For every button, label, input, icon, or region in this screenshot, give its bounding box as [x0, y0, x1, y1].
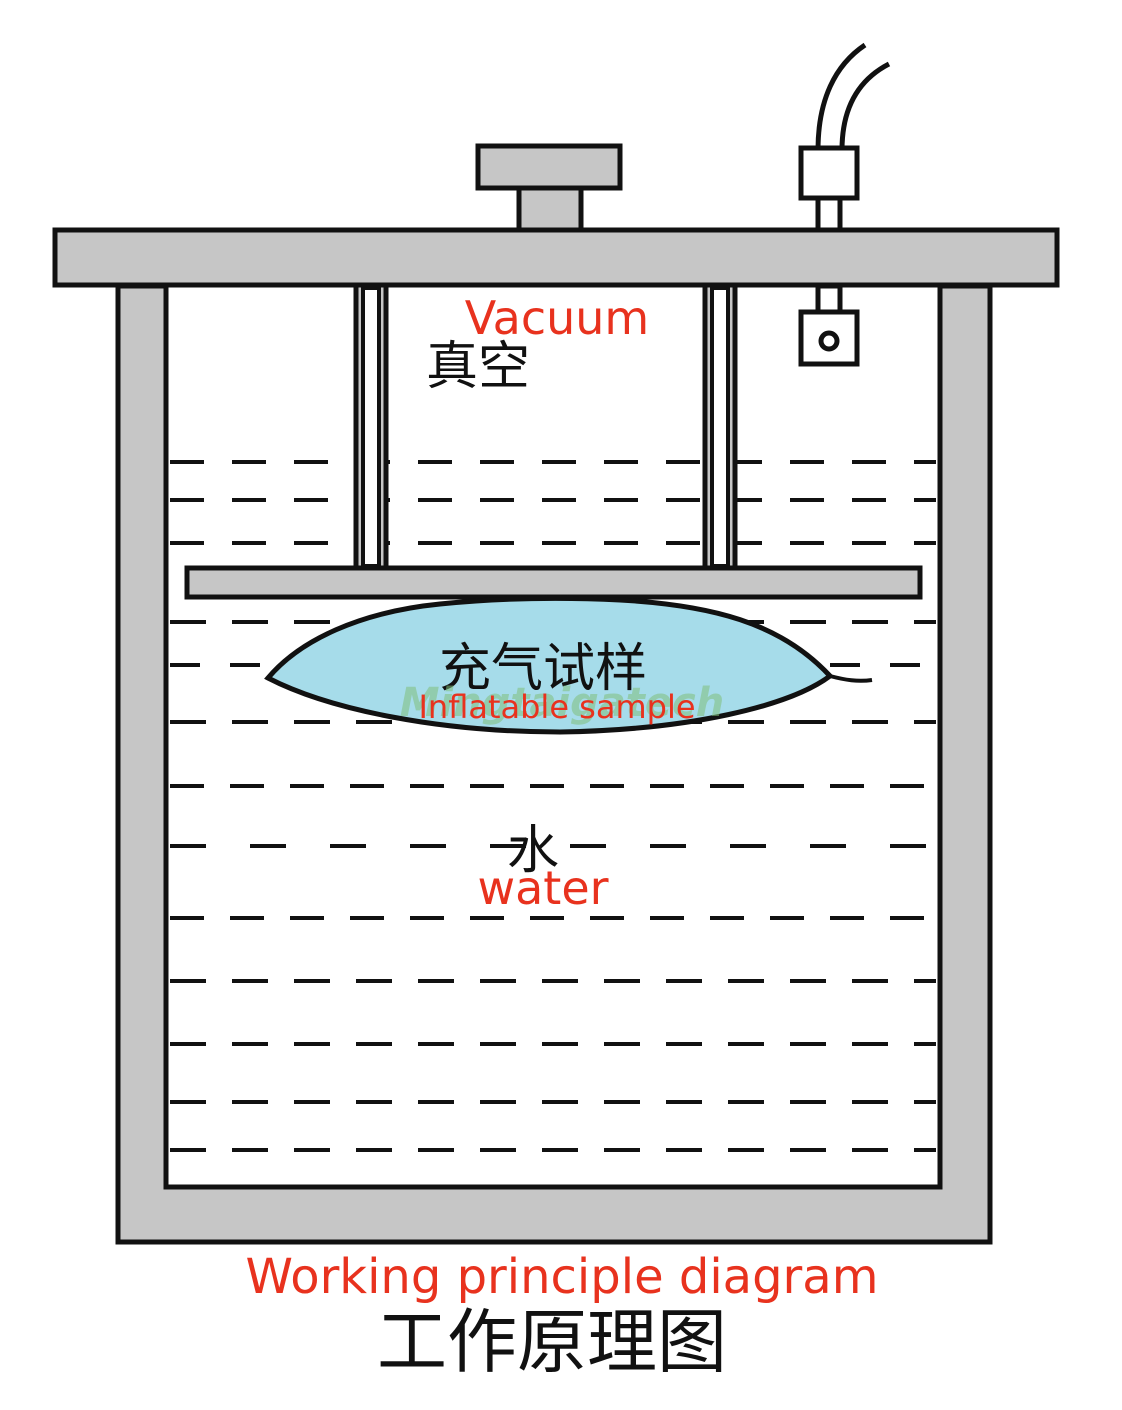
vacuum-valve-knob [475, 143, 623, 233]
sample-label-cn: 充气试样 [439, 639, 647, 699]
inflatable-sample [264, 595, 873, 735]
lid [52, 227, 1060, 288]
vacuum-label-cn: 真空 [426, 337, 530, 397]
diagram-title-cn: 工作原理图 [377, 1301, 727, 1383]
water-label-cn: 水 [507, 821, 559, 881]
water-level-lines [170, 460, 936, 1152]
water-label-en: water [477, 861, 608, 915]
diagram-title-en: Working principle diagram [246, 1249, 879, 1305]
watermark: Mingtaigatech [400, 680, 725, 726]
outer-tank [115, 283, 993, 1245]
sensor-port-icon [818, 330, 840, 352]
rod-left [361, 286, 381, 568]
press-plate [184, 565, 923, 600]
support-rods [353, 281, 738, 571]
sensor-cable [815, 42, 867, 151]
vacuum-label-en: Vacuum [465, 291, 650, 345]
sample-label-en: Inflatable sample [418, 688, 695, 726]
pressure-sensor [798, 42, 891, 367]
sample-tube [829, 674, 873, 683]
rod-right [710, 286, 730, 568]
